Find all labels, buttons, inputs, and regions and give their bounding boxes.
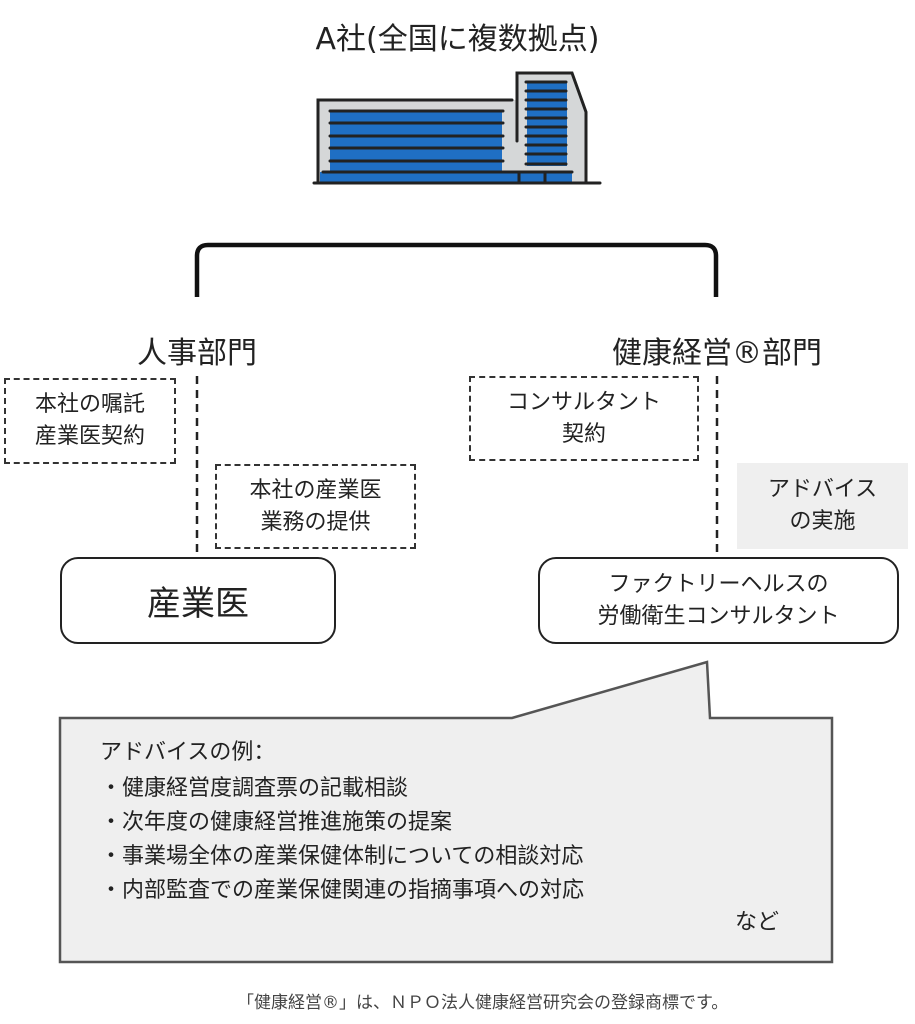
callout-shape [58,660,834,964]
label-advice: アドバイス の実施 [737,463,908,549]
company-title: A社(全国に複数拠点) [315,22,600,57]
building-icon [312,71,602,185]
callout-etc: など [735,910,780,935]
callout-item: ・健康経営度調査票の記載相談 [100,776,409,801]
callout-item: ・内部監査での産業保健関連の指摘事項への対応 [100,878,585,903]
label-hq-contract: 本社の嘱託 産業医契約 [4,378,176,464]
node-occupational-physician: 産業医 [60,557,336,644]
label-hq-service: 本社の産業医 業務の提供 [215,464,416,549]
node-consultant: ファクトリーヘルスの 労働衛生コンサルタント [538,557,899,644]
callout-item: ・事業場全体の産業保健体制についての相談対応 [100,844,584,869]
label-consultant-contract: コンサルタント 契約 [469,376,699,461]
dept-health-management: 健康経営®部門 [612,336,822,371]
callout-heading: アドバイスの例： [100,740,276,765]
callout-item: ・次年度の健康経営推進施策の提案 [100,810,453,835]
bracket [194,242,719,297]
dept-hr: 人事部門 [137,336,257,371]
footnote: 「健康経営®」は、ＮＰＯ法人健康経営研究会の登録商標です。 [237,993,729,1013]
